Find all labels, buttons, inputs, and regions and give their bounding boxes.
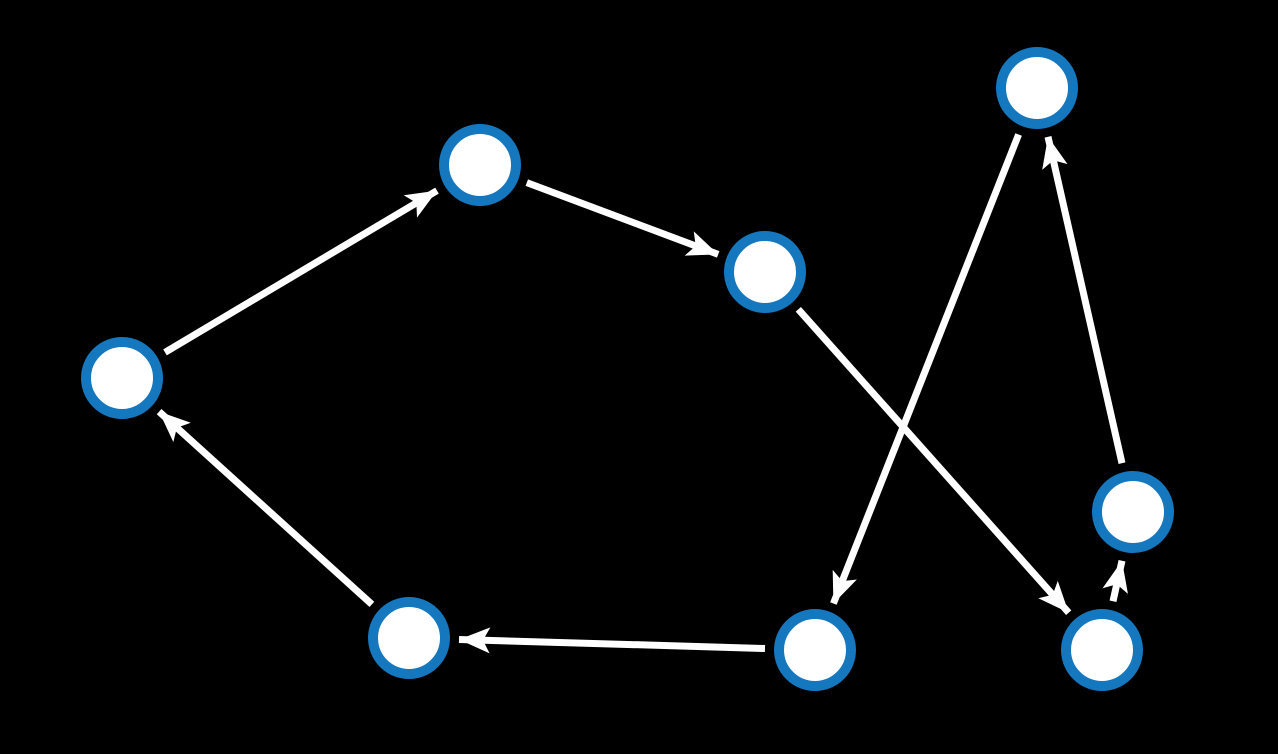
edges-layer	[156, 133, 1128, 654]
graph-edge-n7-to-n6	[458, 627, 766, 654]
graph-edge-n4-to-n2	[163, 187, 439, 356]
graph-node-n7	[774, 609, 856, 691]
graph-edge-n8-to-n5	[1102, 560, 1128, 602]
graph-edge-n6-to-n4	[156, 409, 375, 607]
graph-node-n1	[996, 47, 1078, 129]
graph-edge-n3-to-n8	[795, 306, 1072, 616]
graph-edge-n2-to-n3	[525, 179, 720, 258]
graph-edge-n5-to-n1	[1042, 136, 1126, 464]
graph-node-n8	[1061, 609, 1143, 691]
graph-node-n5	[1092, 471, 1174, 553]
nodes-layer	[81, 47, 1174, 691]
graph-node-n6	[368, 597, 450, 679]
graph-node-n2	[439, 124, 521, 206]
graph-node-n4	[81, 337, 163, 419]
graph-edge-n1-to-n7	[830, 133, 1022, 605]
graph-node-n3	[724, 231, 806, 313]
